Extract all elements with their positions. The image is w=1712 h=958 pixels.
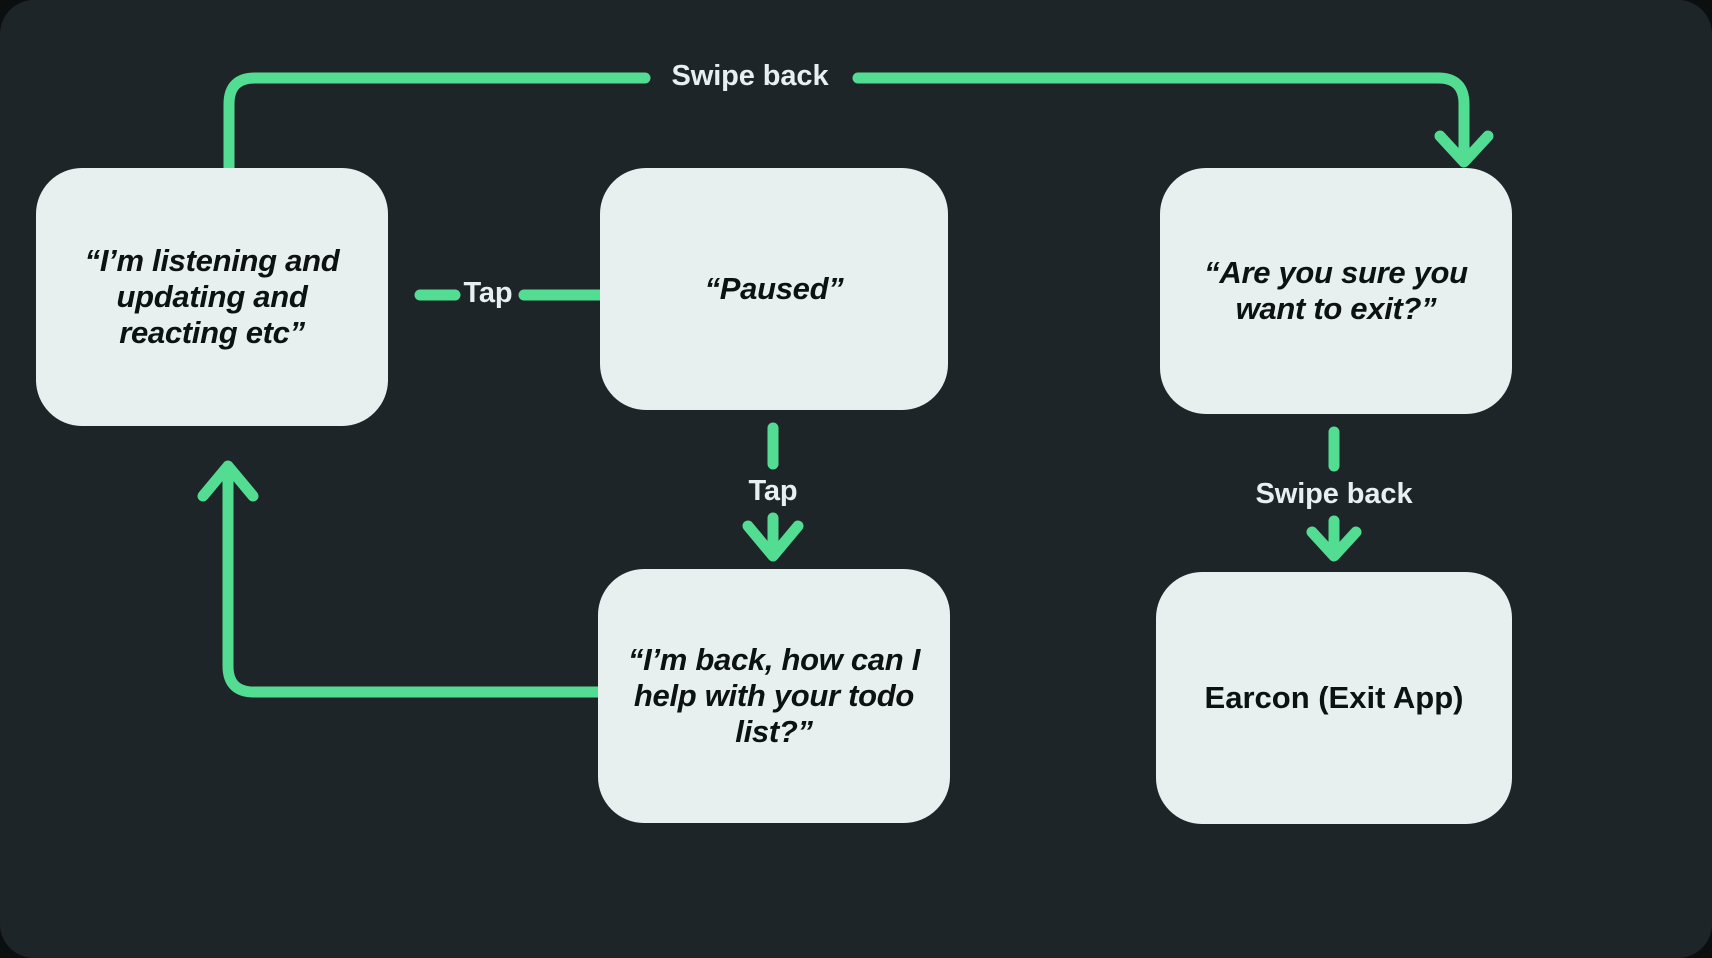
node-confirm-exit-label: “Are you sure you want to exit?” (1204, 255, 1468, 326)
node-earcon[interactable]: Earcon (Exit App) (1156, 572, 1512, 824)
node-listening-label: “I’m listening and updating and reacting… (84, 243, 340, 350)
node-back[interactable]: “I’m back, how can I help with your todo… (598, 569, 950, 823)
edge-confirm-exit-to-earcon-arrowhead (1306, 526, 1362, 562)
node-earcon-label: Earcon (Exit App) (1204, 680, 1464, 716)
node-paused[interactable]: “Paused” (600, 168, 948, 410)
edge-listening-to-confirm-exit-arrowhead (1434, 130, 1494, 168)
edge-back-to-listening-arrowhead (197, 460, 259, 502)
edge-label-tap-horizontal-text: Tap (463, 277, 513, 309)
edge-label-tap-vertical-text: Tap (748, 475, 798, 507)
edge-paused-to-back-arrowhead (742, 520, 804, 562)
edge-label-tap-horizontal: Tap (438, 277, 538, 310)
node-paused-label: “Paused” (704, 271, 844, 307)
edge-listening-to-confirm-exit-path-right (852, 72, 1470, 160)
edge-label-swipe-back-right: Swipe back (1234, 478, 1434, 511)
edge-label-swipe-back-right-text: Swipe back (1255, 478, 1413, 510)
edge-label-tap-vertical: Tap (723, 475, 823, 508)
node-back-label: “I’m back, how can I help with your todo… (627, 642, 921, 749)
node-listening[interactable]: “I’m listening and updating and reacting… (36, 168, 388, 426)
edge-label-swipe-back-top-text: Swipe back (671, 60, 829, 92)
node-confirm-exit[interactable]: “Are you sure you want to exit?” (1160, 168, 1512, 414)
edge-listening-to-confirm-exit-path (223, 72, 651, 174)
edge-back-to-listening-path (222, 466, 604, 698)
edge-label-swipe-back-top: Swipe back (650, 60, 850, 93)
